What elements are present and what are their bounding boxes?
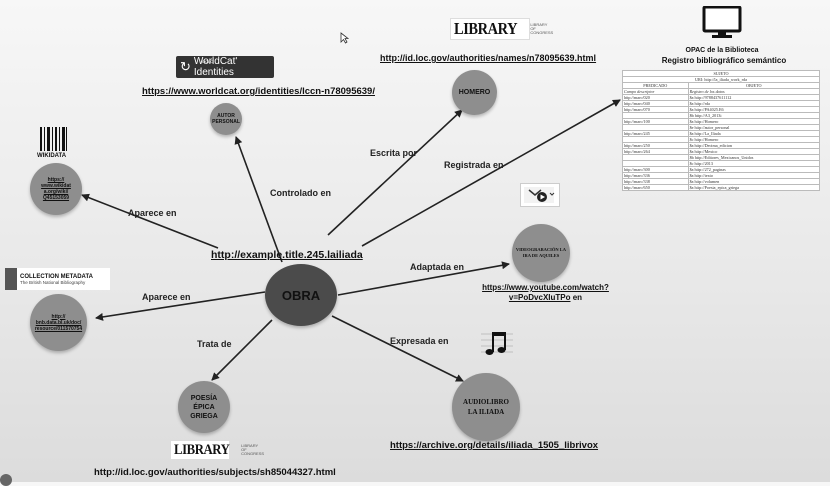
edge-trata bbox=[211, 319, 273, 381]
youtube-link-block: https://www.youtube.com/watch?v=PoDvcXIu… bbox=[468, 283, 623, 303]
node-autor-label: AUTOR PERSONAL bbox=[212, 113, 240, 125]
node-wikidata-label: https:// www.wikidat a.org/wiki/ Q451530… bbox=[41, 177, 71, 201]
youtube-suffix: en bbox=[572, 293, 583, 302]
link-archive[interactable]: https://archive.org/details/iliada_1505_… bbox=[390, 440, 599, 451]
node-wikidata[interactable]: https:// www.wikidat a.org/wiki/ Q451530… bbox=[30, 163, 82, 215]
opac-subtitle: Registro bibliográfico semántico bbox=[661, 56, 787, 65]
node-audiolibro[interactable]: AUDIOLIBRO LA ILIADA bbox=[452, 373, 520, 441]
edge-label-trata: Trata de bbox=[197, 339, 232, 349]
link-title-uri[interactable]: http://example.title.245.lailiada bbox=[211, 249, 363, 261]
edge-label-escrita: Escrita por bbox=[370, 148, 418, 158]
node-poesia-label: POESÍA ÉPICA GRIEGA bbox=[190, 394, 218, 420]
computer-monitor-icon bbox=[702, 6, 742, 38]
edge-aparece-1 bbox=[81, 193, 219, 249]
edge-label-controlado: Controlado en bbox=[270, 188, 331, 198]
link-loc-subjects[interactable]: http://id.loc.gov/authorities/subjects/s… bbox=[94, 467, 336, 478]
library-logo-bottom: LIBRARY LIBRARY OF CONGRESS bbox=[170, 440, 264, 460]
node-obra[interactable]: OBRA bbox=[265, 264, 337, 326]
edge-registrada bbox=[361, 99, 621, 247]
library-logo-small: LIBRARY OF CONGRESS bbox=[530, 22, 554, 35]
edge-expresada bbox=[331, 315, 464, 382]
library-logo-top: LIBRARY LIBRARY OF CONGRESS bbox=[450, 18, 553, 40]
edge-adaptada bbox=[337, 261, 510, 296]
edge-label-aparece-2: Aparece en bbox=[142, 292, 191, 302]
music-note-icon bbox=[481, 332, 513, 355]
wikidata-logo-text: WIKIDATA bbox=[37, 153, 67, 159]
link-worldcat[interactable]: https://www.worldcat.org/identities/lccn… bbox=[142, 86, 375, 97]
barcode-icon bbox=[40, 127, 67, 151]
bnb-badge-icon bbox=[5, 268, 17, 290]
edge-label-adaptada: Adaptada en bbox=[410, 262, 465, 272]
node-homero-label: HOMERO bbox=[458, 89, 491, 96]
cursor-icon bbox=[340, 32, 349, 44]
collection-metadata-logo: COLLECTION METADATA The British National… bbox=[5, 268, 110, 290]
node-video-label: VIDEOGRABACIÓN LA IRA DE AQUILES bbox=[515, 247, 567, 258]
edge-aparece-2 bbox=[95, 291, 266, 321]
opac-cell-objeto: $a http://Poesia_epica_griega bbox=[687, 184, 821, 191]
link-loc-names[interactable]: http://id.loc.gov/authorities/names/n780… bbox=[380, 53, 597, 63]
worldcat-logo: ↻ OCLC WorldCat' Identities bbox=[176, 56, 274, 78]
node-audiolibro-label: AUDIOLIBRO LA ILIADA bbox=[463, 398, 509, 416]
edge-escrita bbox=[327, 109, 463, 236]
link-youtube[interactable]: https://www.youtube.com/watch?v=PoDvcXIu… bbox=[482, 283, 609, 302]
library-logo-bottom-text: LIBRARY bbox=[174, 441, 230, 458]
collection-logo-sub: The British National Bibliography bbox=[20, 279, 86, 285]
node-obra-label: OBRA bbox=[281, 287, 321, 303]
node-bnb-label: http:// bnb.data.bl.uk/doc/ resource/011… bbox=[34, 313, 83, 332]
video-icon bbox=[520, 183, 560, 207]
edge-label-expresada: Expresada en bbox=[390, 336, 449, 346]
node-bnb[interactable]: http:// bnb.data.bl.uk/doc/ resource/011… bbox=[30, 294, 87, 351]
node-autor-personal[interactable]: AUTOR PERSONAL bbox=[210, 103, 242, 135]
edge-label-registrada: Registrada en bbox=[444, 160, 504, 170]
collection-logo-text: COLLECTION METADATA bbox=[20, 273, 93, 280]
node-videograbacion[interactable]: VIDEOGRABACIÓN LA IRA DE AQUILES bbox=[512, 224, 570, 282]
worldcat-swirl-icon: ↻ bbox=[180, 59, 191, 74]
worldcat-small-label: OCLC bbox=[202, 59, 214, 64]
opac-row: http://marc/650$a http://Poesia_epica_gr… bbox=[622, 184, 821, 191]
opac-title: OPAC de la Biblioteca bbox=[685, 47, 759, 54]
opac-record-table: SUJETO URI: http://la_iliada_work_rda PR… bbox=[622, 70, 821, 191]
node-poesia-epica[interactable]: POESÍA ÉPICA GRIEGA bbox=[178, 381, 230, 433]
worldcat-logo-text: WorldCat' Identities bbox=[193, 56, 238, 78]
edge-controlado bbox=[234, 136, 283, 263]
node-homero[interactable]: HOMERO bbox=[452, 70, 497, 115]
library-logo-text: LIBRARY bbox=[454, 19, 518, 38]
corner-marker bbox=[0, 474, 12, 486]
edge-label-aparece-1: Aparece en bbox=[128, 208, 177, 218]
opac-cell-predicado: http://marc/650 bbox=[622, 184, 689, 191]
library-logo-bottom-small: LIBRARY OF CONGRESS bbox=[241, 443, 265, 456]
